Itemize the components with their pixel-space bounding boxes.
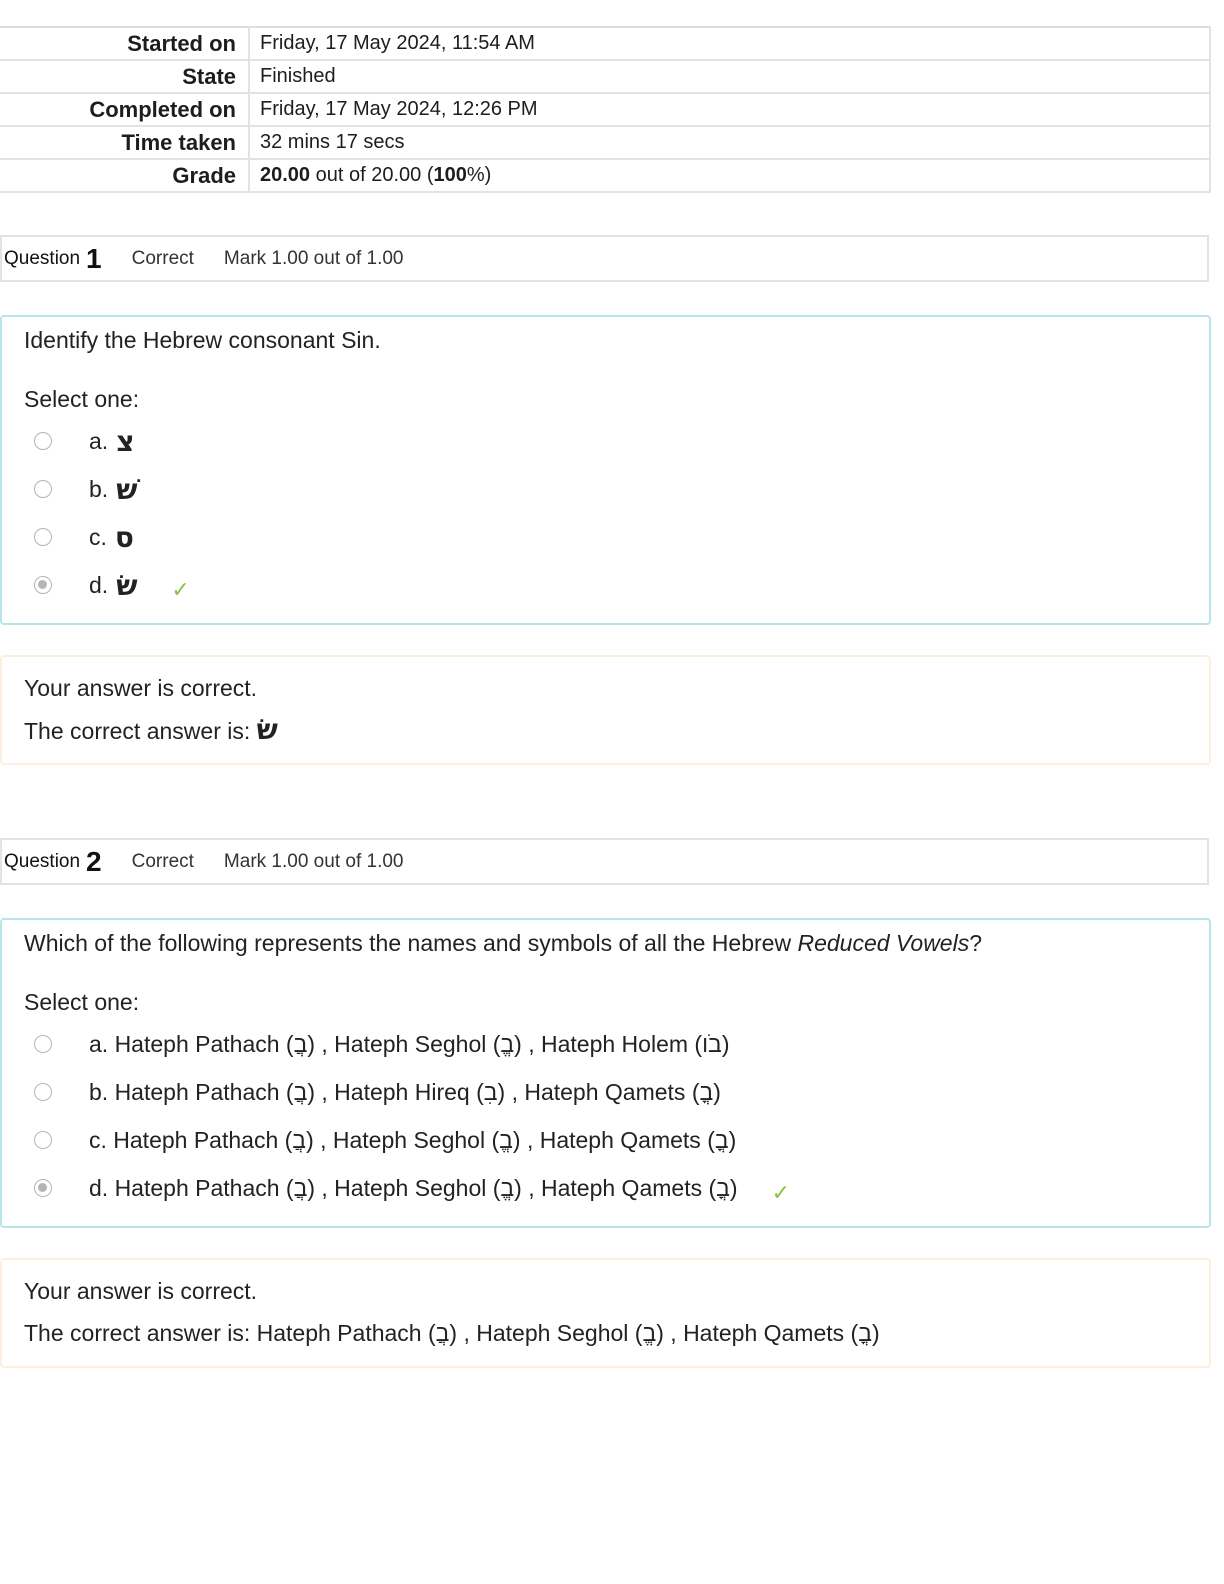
select-one-label: Select one: [24,386,140,412]
option-text: c. Hateph Pathach (בֲ) , Hateph Seghol (… [89,1126,737,1153]
option-hebrew-glyph: שׁ [116,472,138,506]
grade-mid: out of 20.00 ( [310,164,434,186]
correct-answer-label: The correct answer is: [24,718,257,744]
feedback-text: Your answer is correct. [24,1278,258,1304]
prompt-post: ? [969,930,982,956]
summary-label: Started on [0,27,250,61]
option-letter: c. [89,523,107,550]
question-state: Correct [131,850,194,872]
correct-answer-line: The correct answer is: Hateph Pathach (ב… [24,1320,880,1346]
option-hebrew-glyph: ס [114,520,134,554]
radio-button-selected[interactable] [34,1179,52,1197]
prompt-emphasis: Reduced Vowels [797,930,970,956]
question-mark: Mark 1.00 out of 1.00 [223,247,404,269]
summary-value: 32 mins 17 secs [248,126,1211,160]
question-2-formulation: Which of the following represents the na… [0,918,1211,1228]
question-number: 2 [86,845,102,877]
option-text: a. Hateph Pathach (בֲ) , Hateph Seghol (… [89,1030,730,1057]
summary-label: Completed on [0,93,250,127]
summary-value: Friday, 17 May 2024, 12:26 PM [248,93,1211,127]
radio-button[interactable] [34,1083,52,1101]
summary-value: Friday, 17 May 2024, 11:54 AM [248,27,1211,61]
radio-button[interactable] [34,528,52,546]
question-mark: Mark 1.00 out of 1.00 [223,850,404,872]
question-text: Which of the following represents the na… [24,930,1187,957]
question-1-formulation: Identify the Hebrew consonant Sin. Selec… [0,315,1211,625]
select-one-label: Select one: [24,989,140,1015]
option-text: b. Hateph Pathach (בֲ) , Hateph Hireq (ב… [89,1078,721,1105]
correct-check-icon: ✓ [771,1180,791,1205]
question-2-feedback: Your answer is correct. The correct answ… [0,1258,1211,1368]
radio-button[interactable] [34,480,52,498]
grade-end: %) [466,164,492,186]
grade-value: 20.00 out of 20.00 (100%) [248,159,1211,193]
option-letter: d. [89,571,109,598]
summary-label: State [0,60,250,94]
question-label: Question [4,850,81,872]
attempt-summary-table: Started on Friday, 17 May 2024, 11:54 AM… [0,26,1211,193]
radio-button-selected[interactable] [34,576,52,594]
question-number: 1 [86,242,102,274]
summary-row-grade: Grade 20.00 out of 20.00 (100%) [0,159,1211,193]
prompt-pre: Which of the following represents the na… [24,930,798,956]
answer-option-b[interactable]: b. Hateph Pathach (בֲ) , Hateph Hireq (ב… [24,1068,1187,1116]
answer-option-c[interactable]: c. Hateph Pathach (בֲ) , Hateph Seghol (… [24,1116,1187,1164]
question-1-feedback: Your answer is correct. The correct answ… [0,655,1211,765]
radio-button[interactable] [34,1131,52,1149]
summary-value: Finished [248,60,1211,94]
correct-answer-line: The correct answer is: שׂ [24,709,1187,751]
summary-label: Grade [0,159,250,193]
question-label: Question [4,247,81,269]
question-text: Identify the Hebrew consonant Sin. [24,327,381,353]
answer-option-a[interactable]: a. Hateph Pathach (בֲ) , Hateph Seghol (… [24,1020,1187,1068]
summary-row-time: Time taken 32 mins 17 secs [0,126,1211,160]
radio-button[interactable] [34,1035,52,1053]
answer-option-d[interactable]: d. Hateph Pathach (בֲ) , Hateph Seghol (… [24,1164,1187,1212]
summary-row-started: Started on Friday, 17 May 2024, 11:54 AM [0,27,1211,61]
feedback-text: Your answer is correct. [24,675,258,701]
summary-row-state: State Finished [0,60,1211,94]
summary-label: Time taken [0,126,250,160]
answer-option-c[interactable]: c. ס [24,513,1187,561]
option-letter: a. [89,427,109,454]
answer-option-a[interactable]: a. צ [24,417,1187,465]
option-hebrew-glyph: שׂ [116,568,138,602]
radio-button[interactable] [34,432,52,450]
grade-percent: 100 [433,164,467,186]
option-letter: b. [89,475,109,502]
grade-score: 20.00 [260,164,311,186]
option-hebrew-glyph: צ [116,424,135,458]
correct-check-icon: ✓ [171,577,190,602]
correct-answer-glyph: שׂ [256,713,278,746]
question-1-info: Question 1 Correct Mark 1.00 out of 1.00 [0,235,1209,282]
summary-row-completed: Completed on Friday, 17 May 2024, 12:26 … [0,93,1211,127]
question-state: Correct [131,247,194,269]
question-2-info: Question 2 Correct Mark 1.00 out of 1.00 [0,838,1209,885]
option-text: d. Hateph Pathach (בֲ) , Hateph Seghol (… [89,1174,738,1201]
answer-option-b[interactable]: b. שׁ [24,465,1187,513]
answer-option-d[interactable]: d. שׂ ✓ [24,561,1187,609]
